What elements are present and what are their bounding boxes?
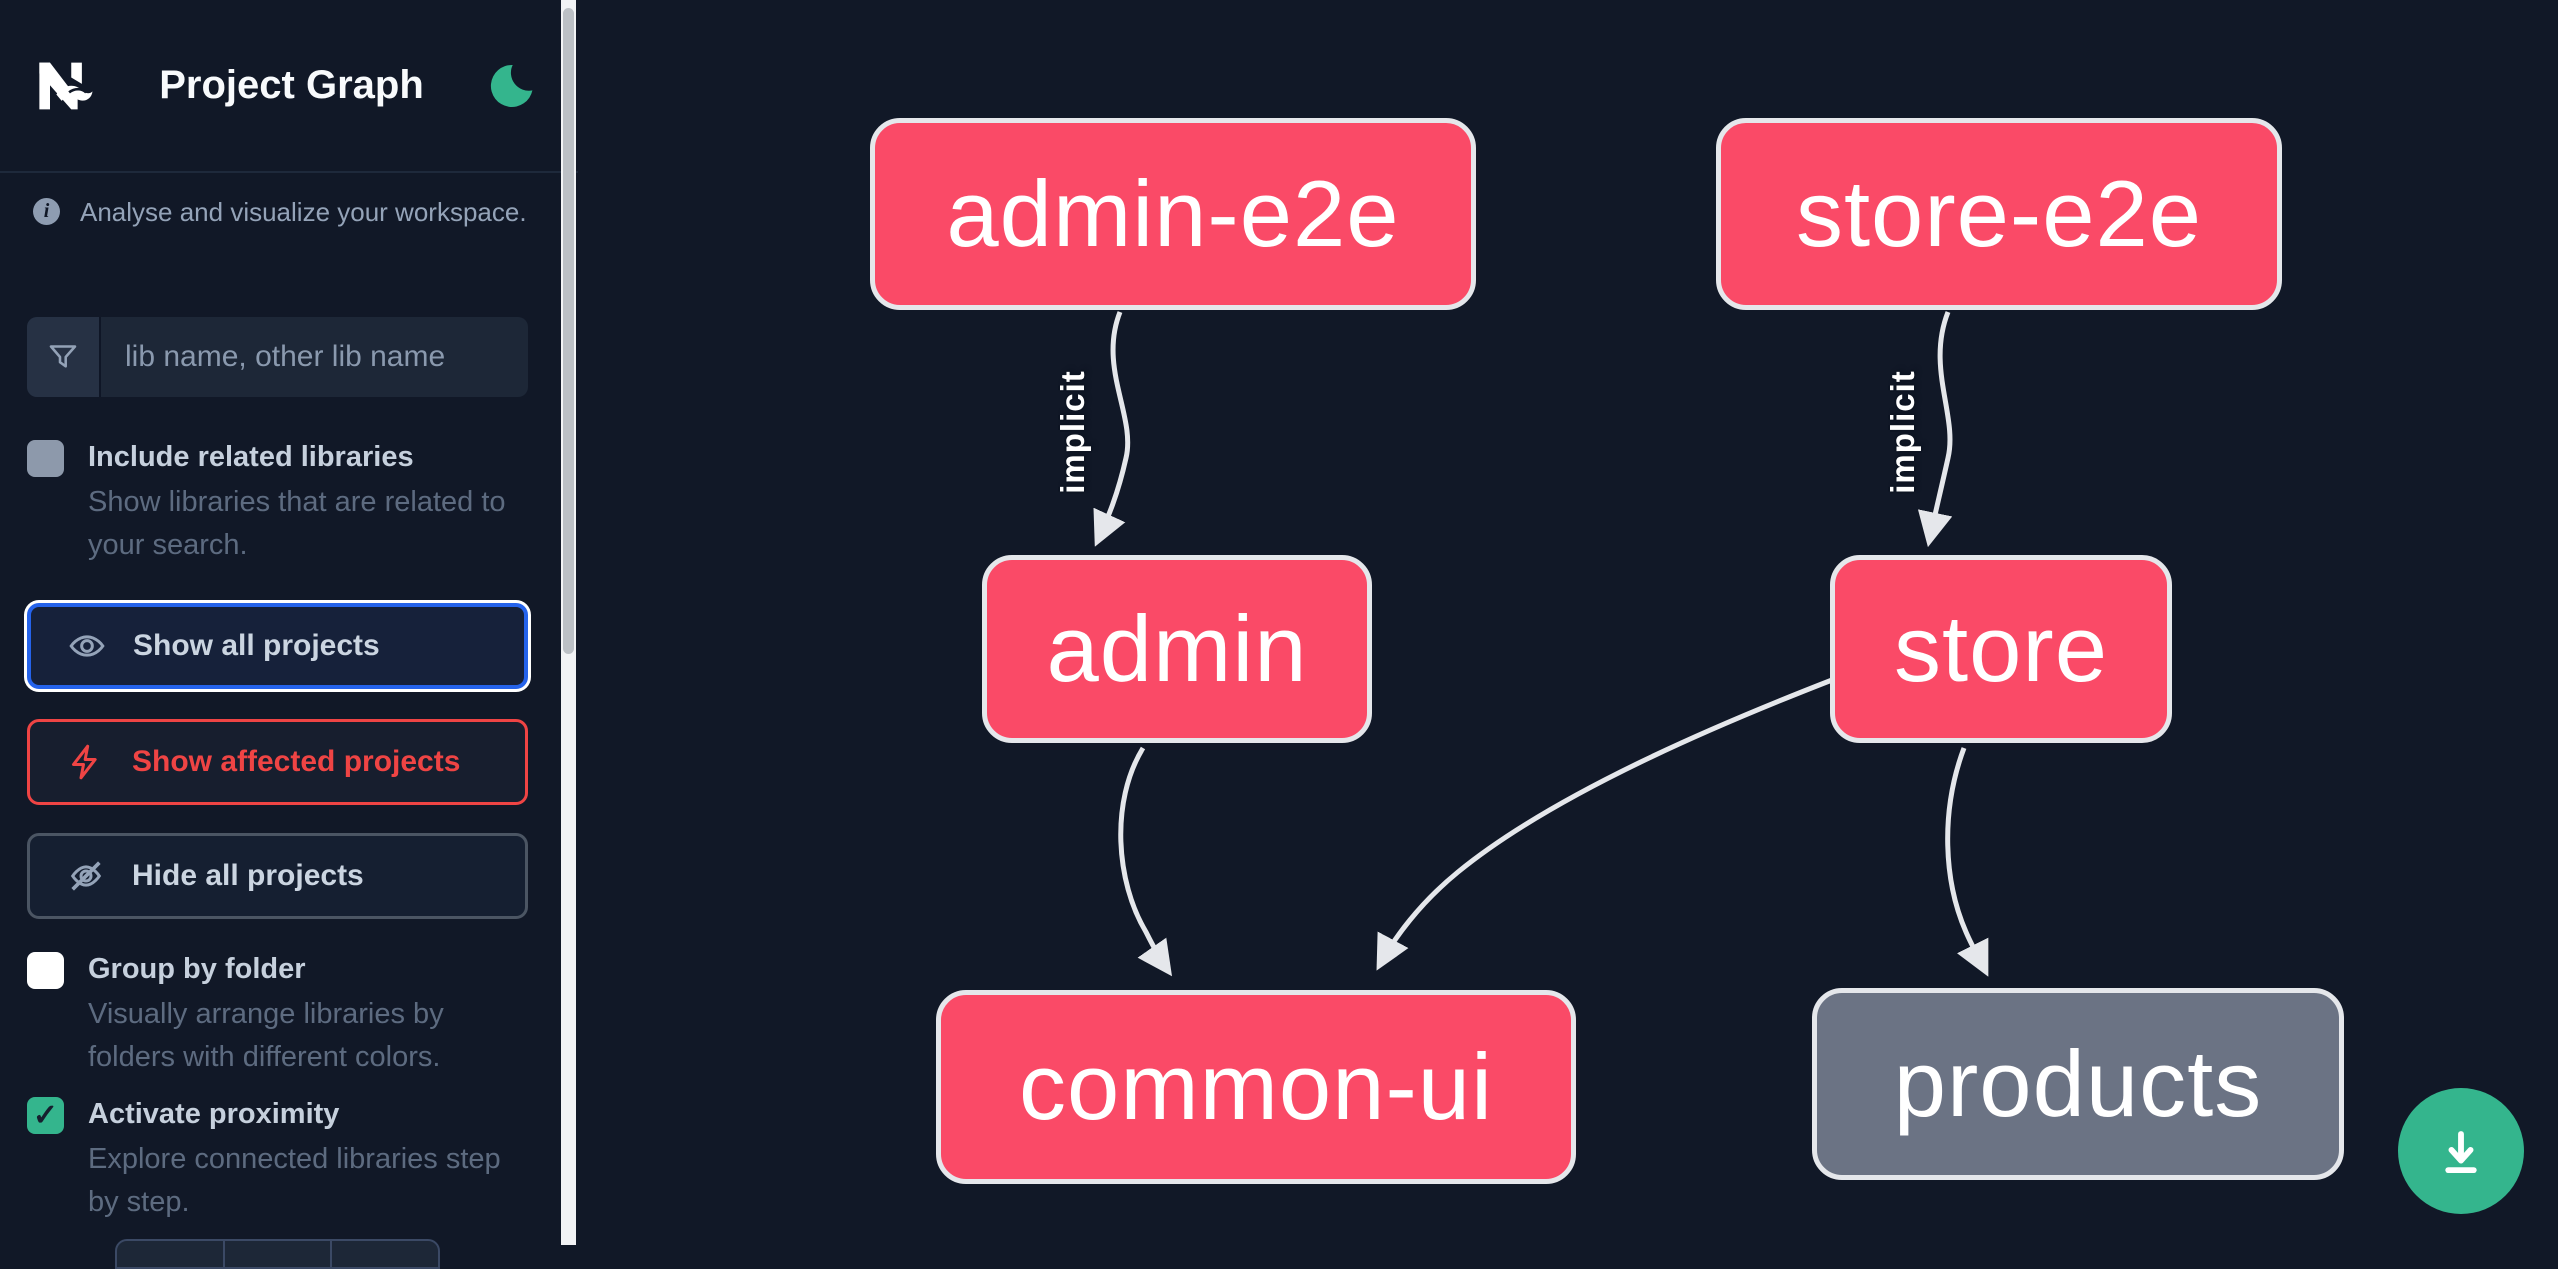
sidebar-scrollbar-thumb[interactable] xyxy=(563,8,574,654)
theme-toggle-moon-icon[interactable] xyxy=(482,58,538,114)
proximity-depth-segmented-control[interactable] xyxy=(115,1239,440,1269)
edge-store-to-common-ui xyxy=(1376,677,1833,971)
edge-store-e2e-to-store xyxy=(1917,311,1953,548)
activate-proximity-row: ✓ Activate proximity Explore connected l… xyxy=(27,1095,537,1224)
nx-logo-icon xyxy=(39,62,93,109)
edge-admin-e2e-to-admin xyxy=(1093,311,1131,547)
sidebar-header: Project Graph xyxy=(0,0,578,173)
download-icon xyxy=(2445,1131,2477,1174)
show-all-projects-label: Show all projects xyxy=(133,629,380,662)
search-box xyxy=(27,317,528,397)
sidebar-scrollbar-track[interactable] xyxy=(561,0,576,1245)
hide-all-projects-button[interactable]: Hide all projects xyxy=(27,833,528,919)
project-node-store[interactable]: store xyxy=(1830,555,2172,743)
group-by-folder-row: Group by folder Visually arrange librari… xyxy=(27,950,537,1079)
check-icon: ✓ xyxy=(32,1098,59,1132)
project-node-admin-e2e[interactable]: admin-e2e xyxy=(870,118,1476,310)
include-related-description: Show libraries that are related to your … xyxy=(88,486,506,561)
edge-admin-to-common-ui xyxy=(1118,746,1173,977)
search-input[interactable] xyxy=(101,317,528,397)
project-node-common-ui[interactable]: common-ui xyxy=(936,990,1576,1184)
workspace-info-row: i Analyse and visualize your workspace. xyxy=(33,196,533,229)
save-image-button[interactable] xyxy=(2398,1088,2524,1214)
group-by-folder-description: Visually arrange libraries by folders wi… xyxy=(88,998,444,1073)
project-node-store-e2e[interactable]: store-e2e xyxy=(1716,118,2282,310)
sidebar: Project Graph i Analyse and visualize yo… xyxy=(0,0,578,1269)
include-related-label: Include related libraries xyxy=(88,441,414,473)
page-title: Project Graph xyxy=(159,63,424,107)
eye-off-icon xyxy=(70,861,102,891)
activate-proximity-description: Explore connected libraries step by step… xyxy=(88,1143,501,1218)
project-node-products[interactable]: products xyxy=(1812,988,2344,1180)
include-related-row: Include related libraries Show libraries… xyxy=(27,438,537,567)
group-by-folder-label: Group by folder xyxy=(88,953,306,985)
show-affected-projects-button[interactable]: Show affected projects xyxy=(27,719,528,805)
edge-store-to-products xyxy=(1945,747,1989,977)
include-related-checkbox[interactable] xyxy=(27,440,64,477)
activate-proximity-checkbox[interactable]: ✓ xyxy=(27,1097,64,1134)
show-all-projects-button[interactable]: Show all projects xyxy=(27,603,528,689)
info-icon: i xyxy=(33,198,60,225)
workspace-info-text: Analyse and visualize your workspace. xyxy=(80,197,527,227)
bolt-icon xyxy=(72,744,97,780)
show-affected-projects-label: Show affected projects xyxy=(132,745,461,778)
activate-proximity-label: Activate proximity xyxy=(88,1098,340,1130)
project-node-admin[interactable]: admin xyxy=(982,555,1372,743)
group-by-folder-checkbox[interactable] xyxy=(27,952,64,989)
hide-all-projects-label: Hide all projects xyxy=(132,859,364,892)
filter-icon xyxy=(27,317,101,397)
eye-icon xyxy=(69,635,105,657)
